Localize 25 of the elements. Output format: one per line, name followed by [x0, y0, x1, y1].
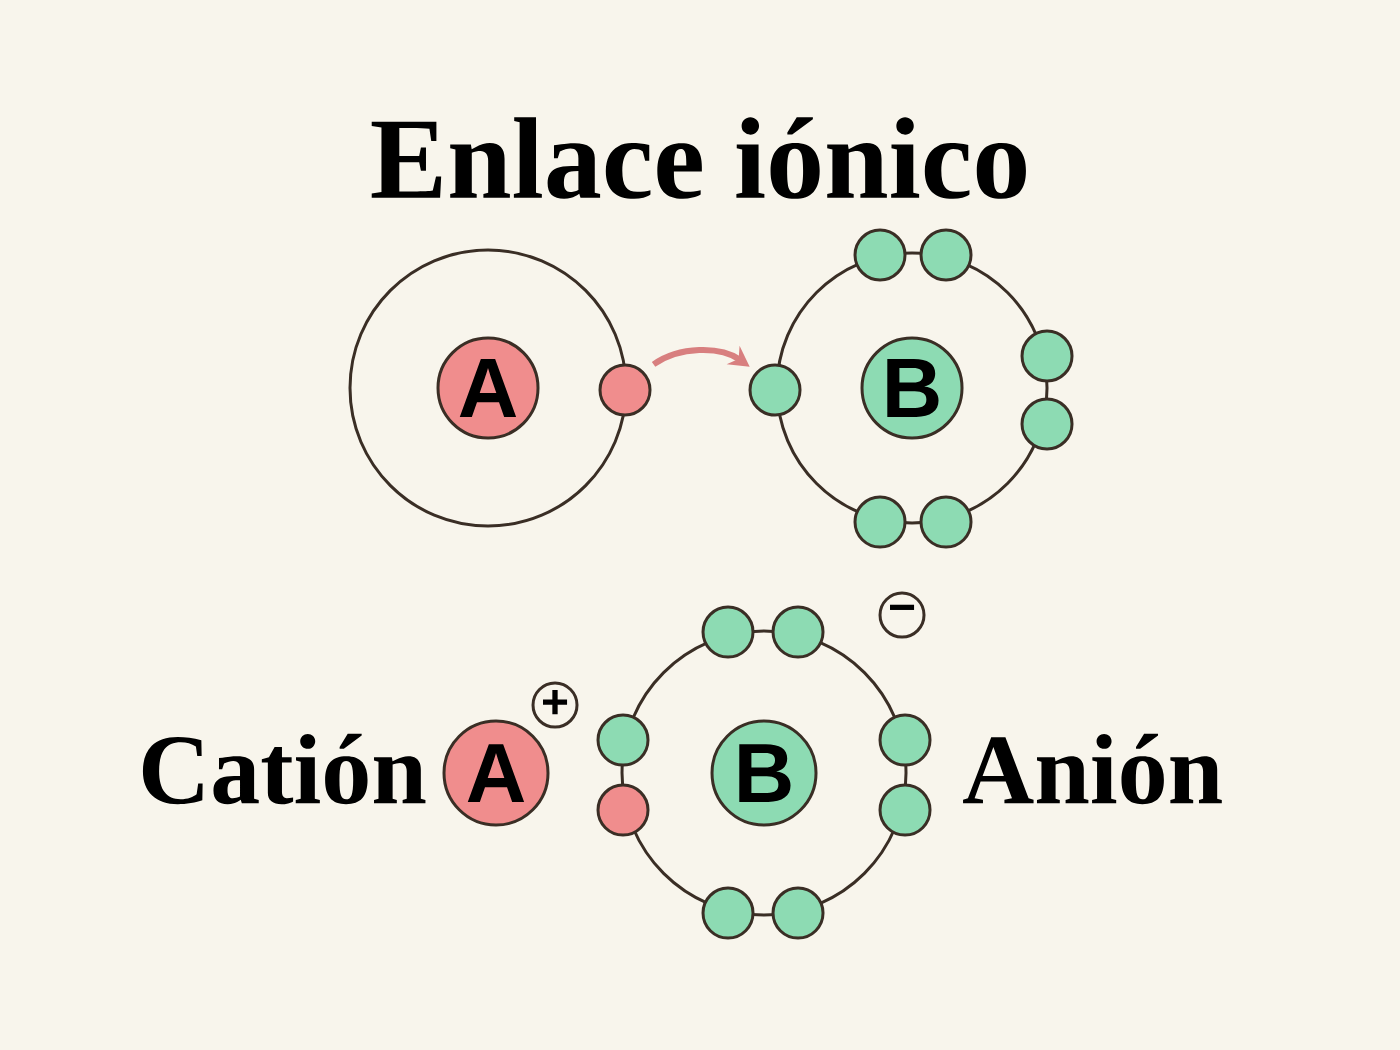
electron — [853, 228, 907, 282]
electron — [771, 605, 825, 659]
nucleus: B — [860, 336, 964, 440]
electron — [919, 228, 973, 282]
title: Enlace iónico — [371, 117, 1026, 199]
ion-label: Catión — [142, 733, 426, 805]
electron — [1020, 329, 1074, 383]
electron — [596, 783, 650, 837]
charge-sign: − — [878, 591, 926, 639]
charge-sign: + — [531, 681, 579, 729]
electron — [598, 363, 652, 417]
nucleus: A — [436, 336, 540, 440]
nucleus: A — [442, 719, 550, 827]
electron — [596, 713, 650, 767]
electron — [878, 783, 932, 837]
electron — [771, 886, 825, 940]
electron — [1020, 397, 1074, 451]
electron — [701, 886, 755, 940]
electron — [853, 495, 907, 549]
electron — [748, 363, 802, 417]
electron — [701, 605, 755, 659]
electron — [919, 495, 973, 549]
ion-label: Anión — [963, 733, 1222, 805]
electron — [878, 713, 932, 767]
nucleus: B — [710, 719, 818, 827]
